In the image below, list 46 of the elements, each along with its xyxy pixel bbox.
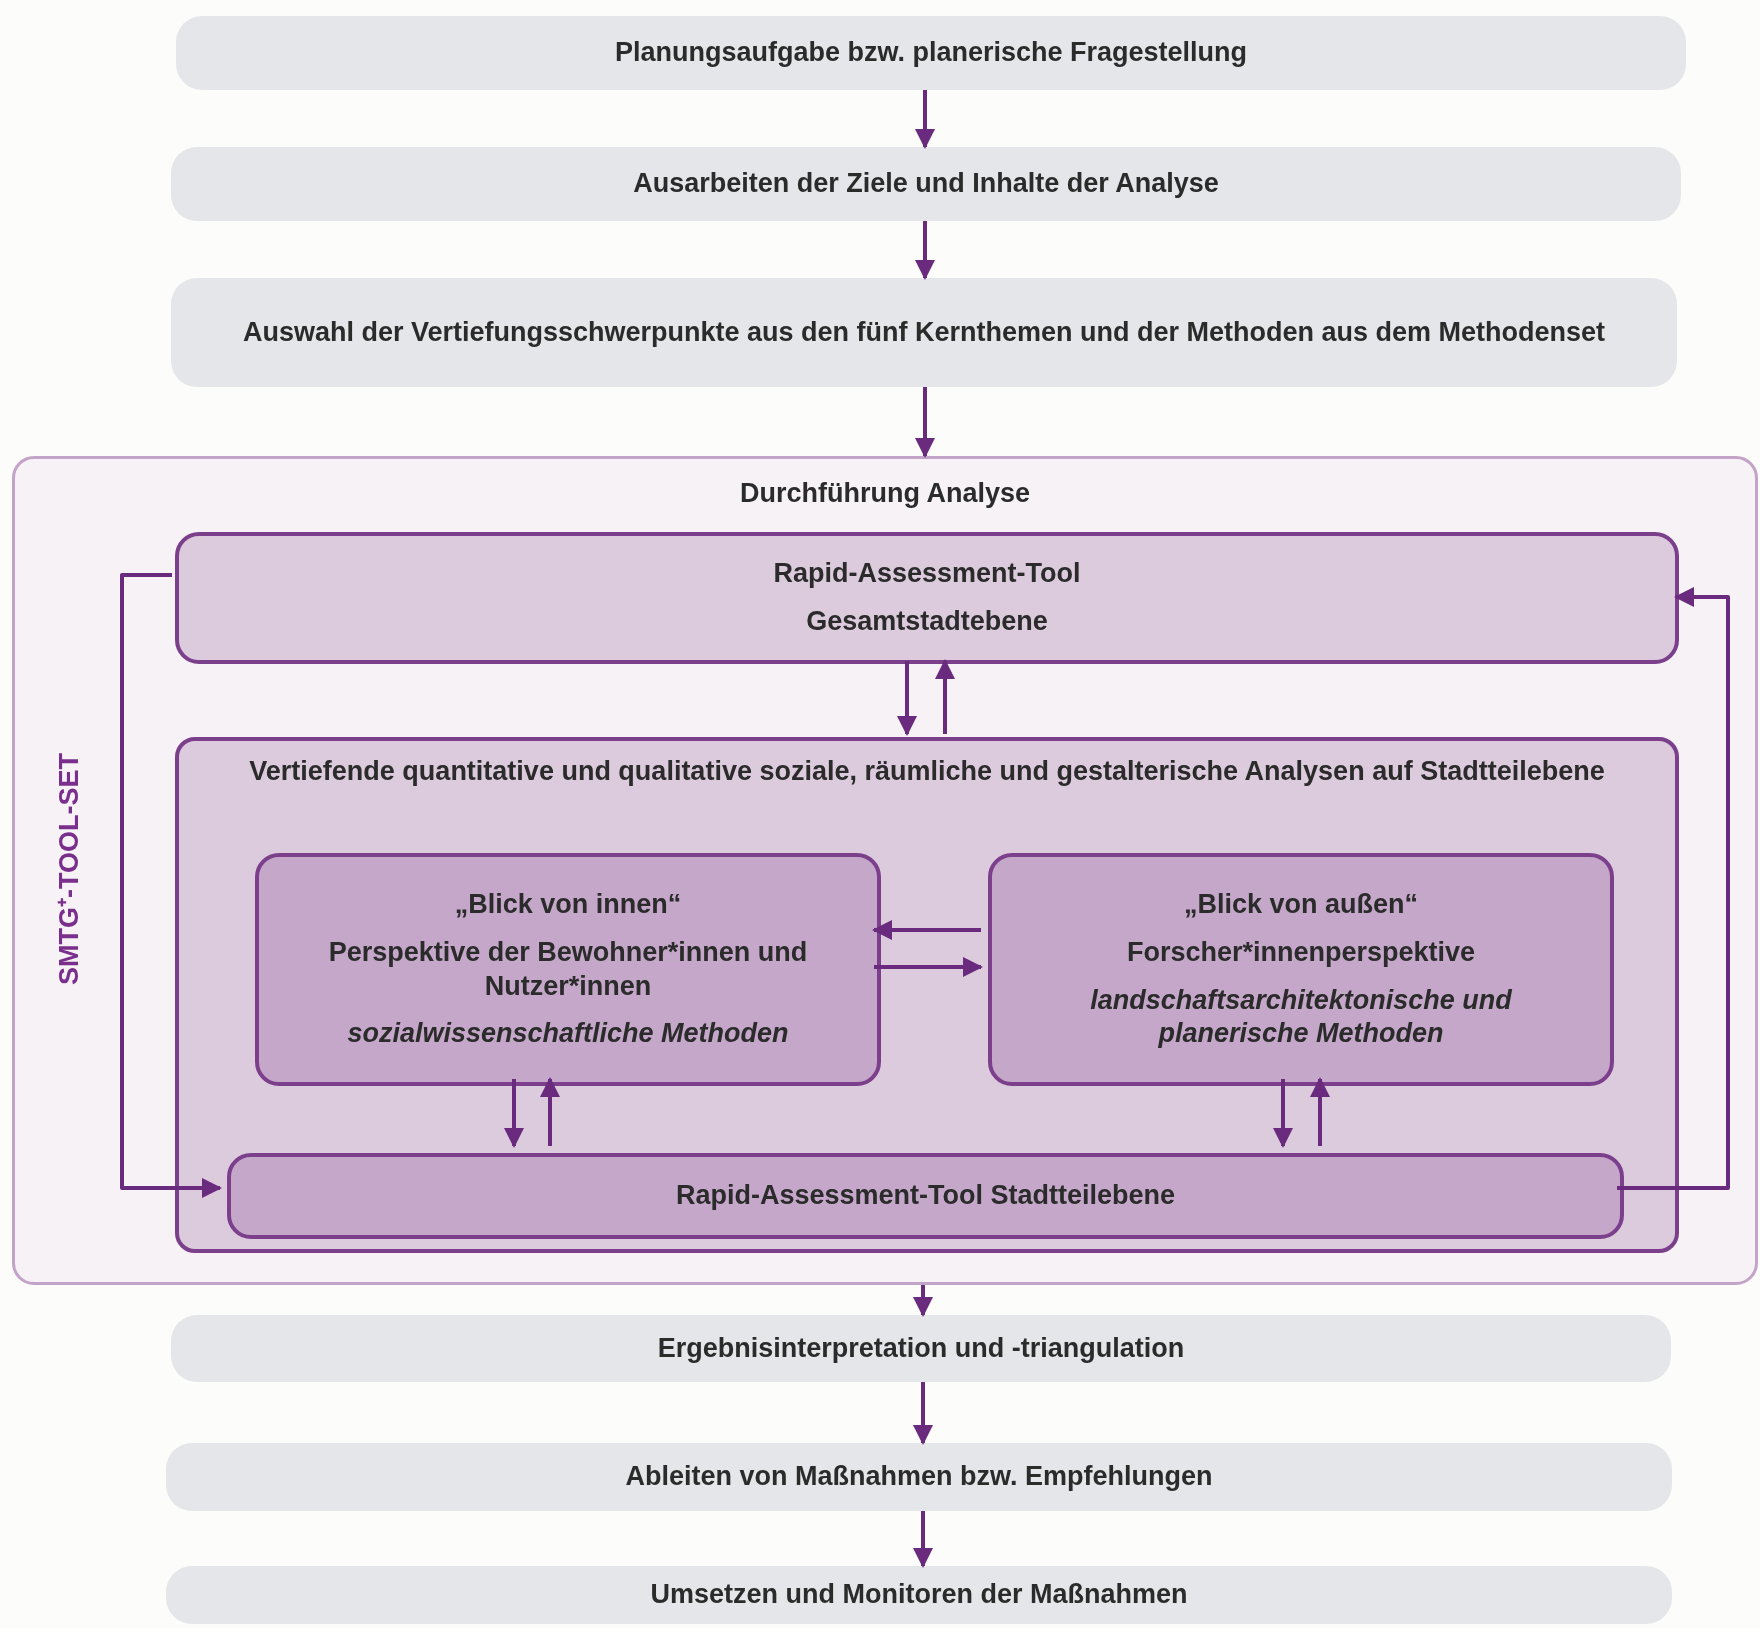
arrow [913,1511,933,1568]
perspective-box [988,853,1614,1086]
box-text: sozialwissenschaftliche Methoden [347,1017,789,1051]
arrow [540,1077,560,1146]
box-text: „Blick von außen“ [1183,888,1419,921]
step-label: Umsetzen und Monitoren der Maßnahmen [650,1578,1188,1612]
box-text: „Blick von innen“ [454,888,682,921]
process-box [171,1315,1671,1382]
tool-box [227,1153,1624,1239]
process-box [171,147,1681,221]
arrow [915,387,935,458]
step-label: Rapid-Assessment-Tool Stadtteilebene [675,1179,1176,1213]
step-label: Ausarbeiten der Ziele und Inhalte der Analyse [633,167,1219,201]
process-box [166,1443,1672,1511]
step-label: Planungsaufgabe bzw. planerische Fragestellung [614,36,1248,70]
arrow [874,957,983,977]
arrow [915,90,935,149]
tool-box [175,532,1679,664]
process-box [171,278,1677,387]
box-text: Gesamtstadtebene [806,605,1048,638]
arrow [897,661,917,736]
box-text: Perspektive der Bewohner*innen und Nutzer*innen [327,935,809,1003]
step-label: Ableiten von Maßnahmen bzw. Empfehlungen [625,1460,1213,1494]
arrow [120,573,222,1198]
process-box [176,16,1686,90]
step-label: Ergebnisinterpretation und -triangulation [657,1331,1185,1365]
box-text: Rapid-Assessment-Tool [773,557,1081,591]
arrow [1273,1079,1293,1148]
process-box [166,1566,1672,1624]
group-box [175,737,1679,1253]
arrow [913,1285,933,1317]
step-label: Auswahl der Vertiefungsschwerpunkte aus den fünf Kernthemen und der Methoden aus dem Methodenset [242,315,1606,349]
arrow [915,221,935,280]
arrow [1617,587,1730,1190]
group-box [12,456,1758,1285]
box-text: Forscher*innenperspektive [1126,935,1476,969]
box-text: landschaftsarchitektonische und planerische Methoden [1089,983,1513,1051]
arrow [935,659,955,734]
group-title: Durchführung Analyse [739,477,1031,510]
arrow [504,1079,524,1148]
arrow [872,920,981,940]
group-title: Vertiefende quantitative und qualitative soziale, räumliche und gestalterische Analysen auf Stadtteilebene [248,755,1606,788]
arrow [913,1382,933,1445]
perspective-box [255,853,881,1086]
arrow [1310,1077,1330,1146]
side-label: SMTG⁺-TOOL-SET [53,752,85,987]
